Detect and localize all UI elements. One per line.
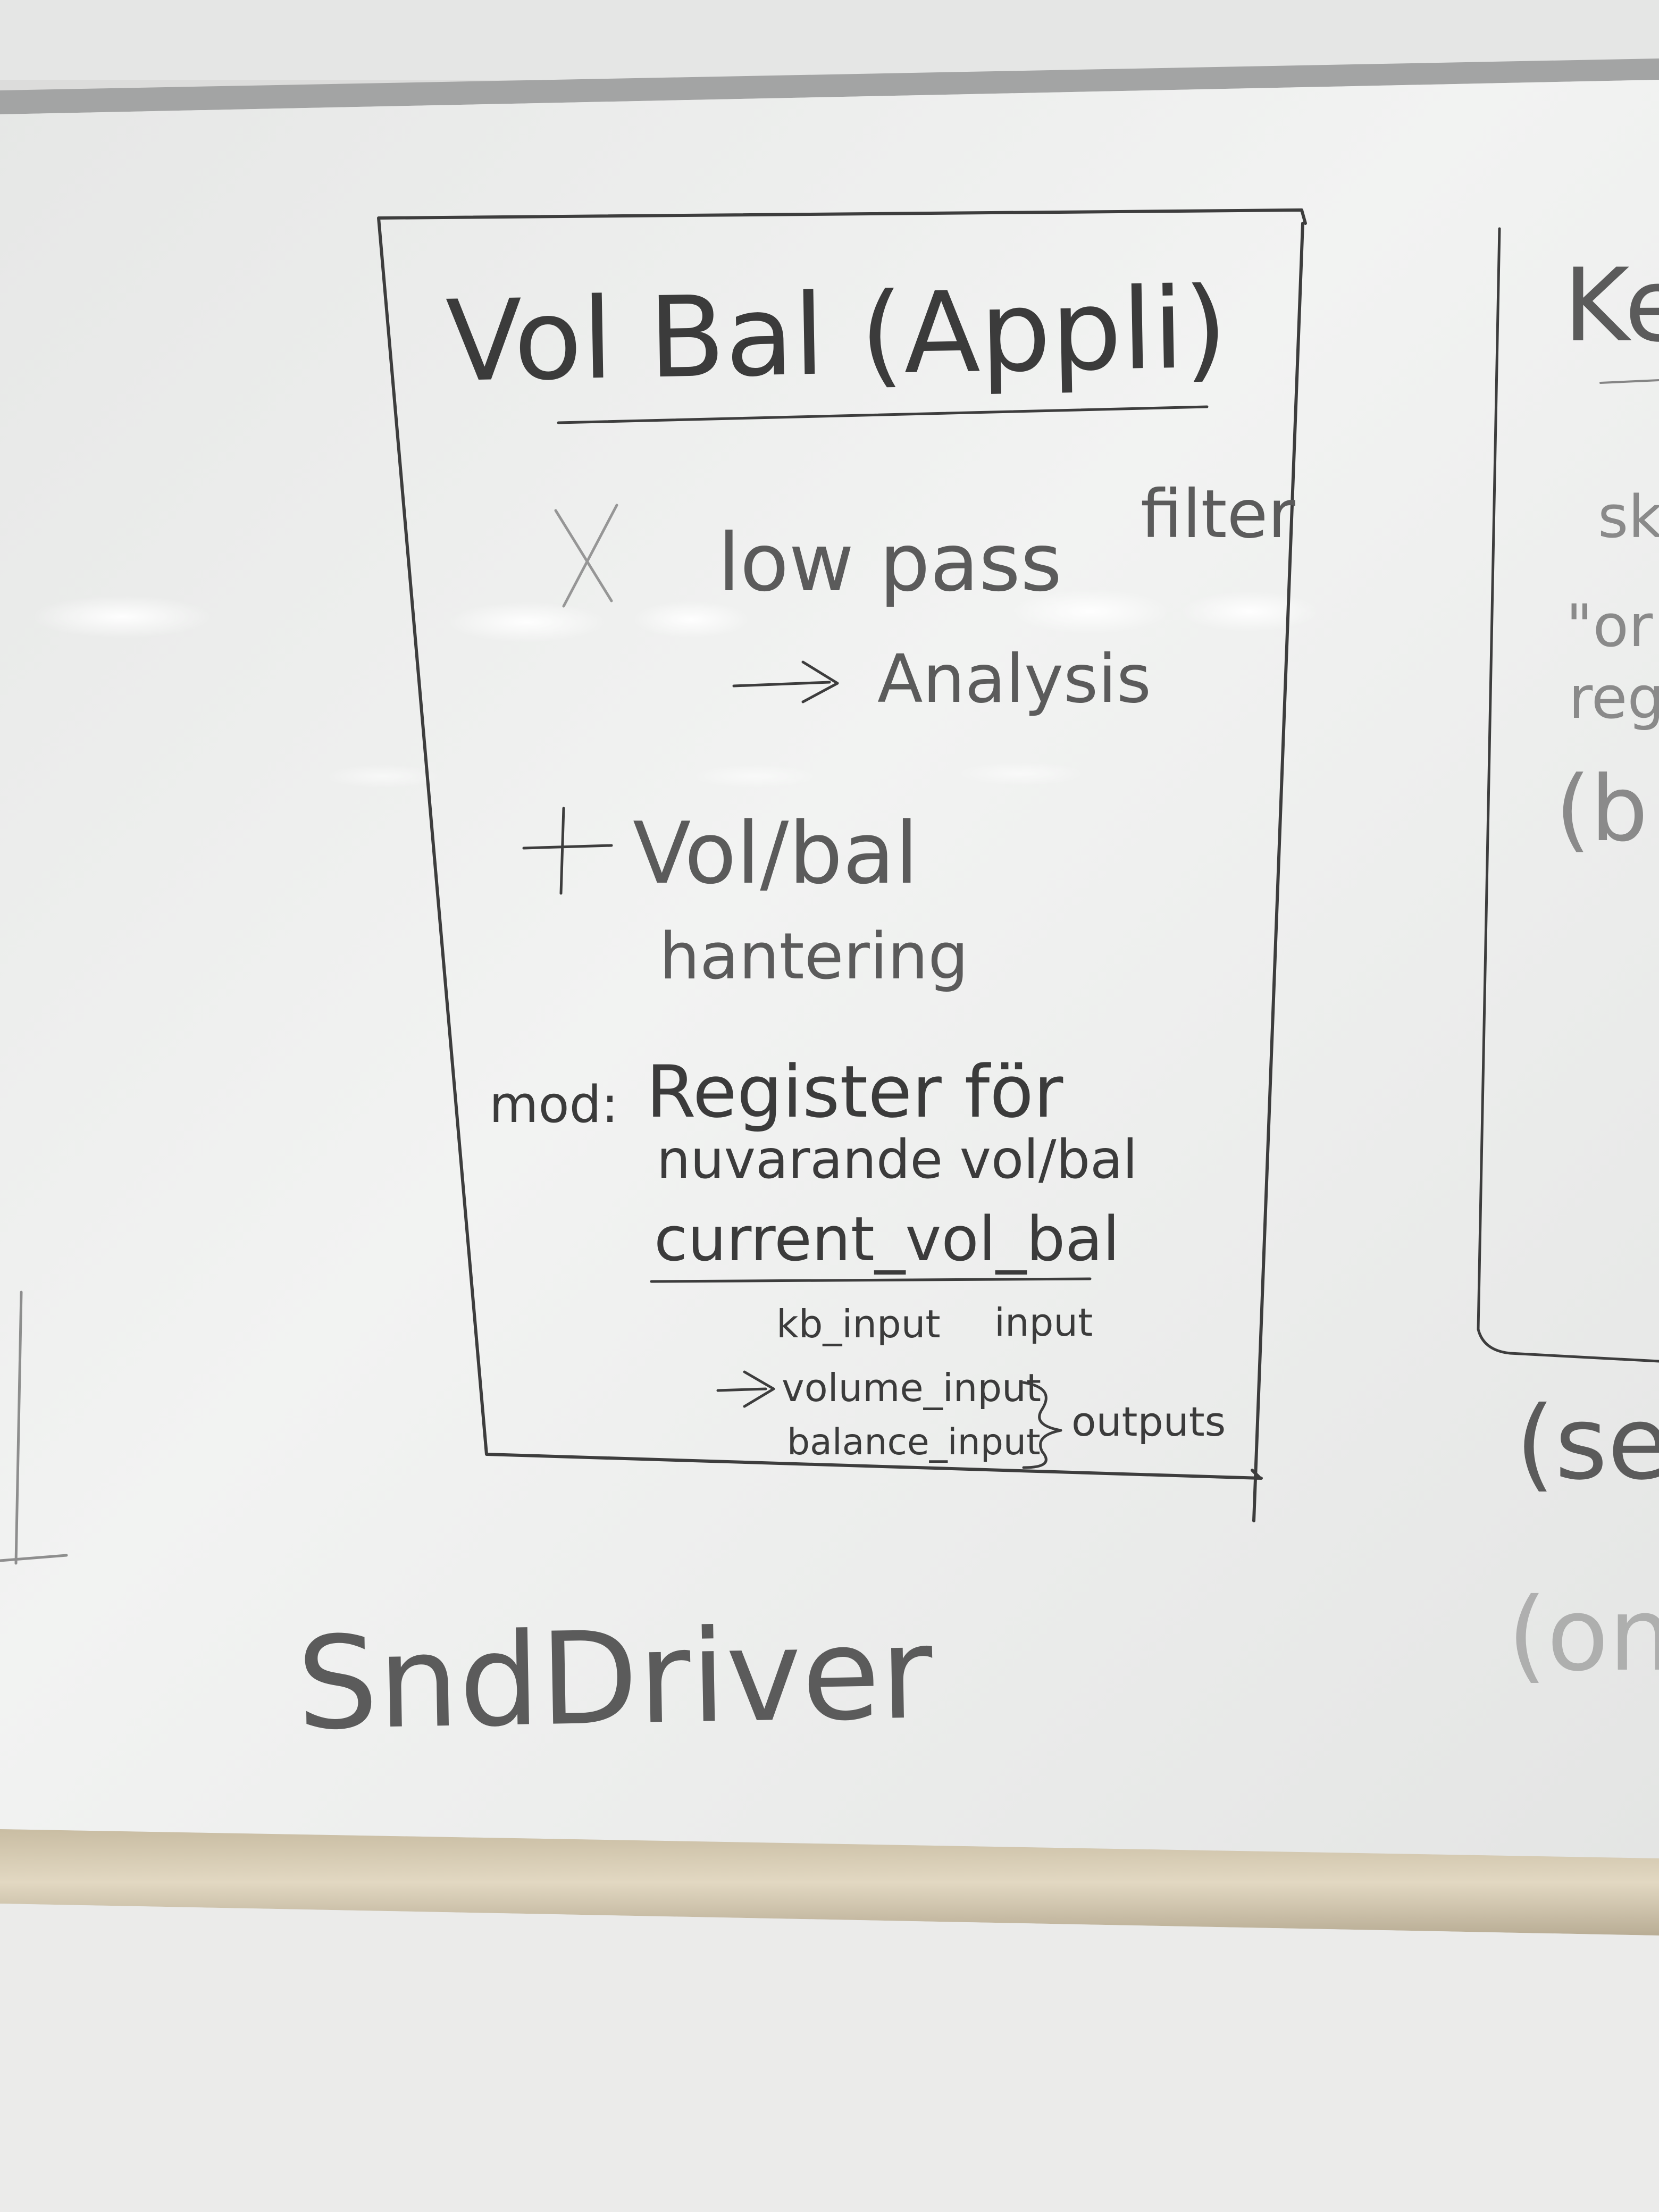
snddriver-label: SndDriver	[296, 1598, 934, 1758]
board-frame-top	[0, 58, 1659, 114]
arrow-icon	[732, 660, 839, 703]
whiteboard-surface	[0, 80, 1659, 1858]
plus-item: Vol/bal hantering	[522, 803, 968, 994]
plus-icon	[522, 807, 613, 895]
right-line2-fragment: "or	[1566, 592, 1653, 660]
volume-input-label: volume_input	[782, 1365, 1041, 1410]
plus-item-line2: hantering	[659, 920, 968, 994]
crossed-item-note: filter	[1141, 476, 1295, 553]
wall-bottom	[0, 1904, 1659, 2212]
mod-label: mod:	[489, 1076, 618, 1134]
right-box-outline	[1477, 227, 1659, 1363]
mod-line2: nuvarande vol/bal	[657, 1128, 1137, 1191]
cross-mark	[554, 504, 618, 608]
plus-item-text: Vol/bal	[633, 803, 918, 903]
io-arrow-icon	[716, 1370, 775, 1408]
io-section: kb_input input volume_input balance_inpu…	[716, 1300, 1226, 1469]
title-underline	[557, 405, 1209, 424]
arrow-item-text: Analysis	[877, 641, 1151, 718]
mod-section: mod: Register för nuvarande vol/bal curr…	[489, 1050, 1137, 1283]
balance-input-label: balance_input	[787, 1421, 1041, 1463]
right-box-fragments: Ke sk "or reg (b (se (on	[1507, 247, 1659, 1694]
right-lower-fragment-1: (se	[1515, 1385, 1659, 1502]
input-label: input	[994, 1300, 1093, 1345]
outputs-label: outputs	[1071, 1398, 1226, 1445]
right-line3-fragment: reg	[1569, 664, 1659, 732]
crossed-item-text: low pass	[718, 517, 1062, 609]
kb-input-label: kb_input	[776, 1302, 941, 1346]
right-line4-fragment: (b	[1555, 757, 1648, 862]
marker-tray	[0, 1829, 1659, 1936]
box-title: Vol Bal (Appli)	[445, 263, 1229, 407]
variable-underline	[650, 1277, 1092, 1283]
right-title-fragment: Ke	[1563, 247, 1659, 364]
arrow-item: Analysis	[732, 641, 1151, 718]
variable-name: current_vol_bal	[654, 1204, 1120, 1275]
light-glare	[32, 589, 1319, 788]
left-box-edge	[0, 1291, 68, 1565]
mod-line1: Register för	[646, 1050, 1063, 1134]
crossed-item: low pass filter	[554, 476, 1295, 609]
main-box-outline	[377, 208, 1307, 1522]
right-lower-fragment-2: (on	[1507, 1576, 1659, 1694]
right-line1-fragment: sk	[1598, 483, 1659, 551]
outputs-brace	[1022, 1381, 1062, 1469]
right-box-underline	[1599, 379, 1659, 384]
